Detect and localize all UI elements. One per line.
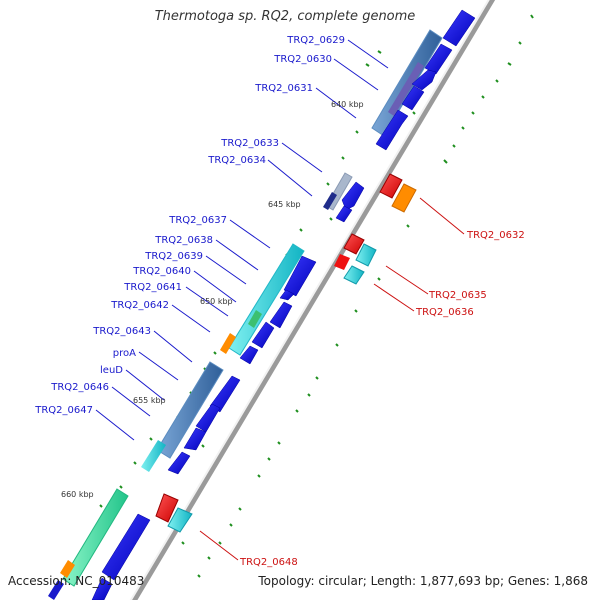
band-cyan-0637 [228,243,305,356]
band-blue-edge [48,580,64,600]
gene-label[interactable]: TRQ2_0636 [415,307,474,318]
genome-backbone-shadow [130,0,496,600]
gene-0648-red [155,493,179,523]
band-orange-660 [60,560,75,578]
genome-backbone [129,0,490,600]
band-navy-0634 [323,192,337,210]
gene-label[interactable]: TRQ2_0646 [50,382,109,393]
gene-label[interactable]: TRQ2_0637 [168,215,227,226]
gene-arrow [341,181,365,211]
gene-label[interactable]: TRQ2_0648 [239,557,298,568]
gene-arrow [335,205,353,223]
band-purple-0630 [388,62,424,116]
gene-arrow [167,451,191,475]
gene-label[interactable]: TRQ2_0643 [92,326,151,337]
gene-label[interactable]: TRQ2_0642 [110,300,169,311]
gene-arrow [375,109,409,151]
gene-0635-red-b [334,254,350,270]
band-green-0641 [248,310,262,328]
gene-arrow [91,577,113,600]
left-gene-labels: TRQ2_0629 TRQ2_0630 TRQ2_0631 TRQ2_0633 … [34,35,345,416]
gene-arrow [209,375,241,413]
band-orange-0643 [220,333,236,354]
gene-arrow [442,9,476,47]
kbp-label: 655 kbp [133,396,166,405]
gene-arrow [401,85,425,111]
right-gene-labels: TRQ2_0632 TRQ2_0635 TRQ2_0636 TRQ2_0648 [239,230,525,568]
kbp-label: 660 kbp [61,490,94,499]
gene-label[interactable]: leuD [100,365,123,376]
gene-label[interactable]: TRQ2_0638 [154,235,213,246]
gene-bands [48,29,443,600]
left-leader-lines [95,39,389,441]
kbp-label: 640 kbp [331,100,364,109]
gene-arrow [424,43,453,75]
gene-label[interactable]: proA [113,348,136,359]
gene-label[interactable]: TRQ2_0635 [428,290,487,301]
gene-label[interactable]: TRQ2_0632 [466,230,525,241]
gene-arrow [283,255,317,297]
gene-label[interactable]: TRQ2_0640 [132,266,191,277]
genome-title: Thermotoga sp. RQ2, complete genome [154,9,416,24]
gene-arrow [279,289,295,301]
gene-arrow [269,301,293,329]
gene-label[interactable]: TRQ2_0631 [254,83,313,94]
gene-0635-red-a [343,233,365,255]
gene-0632-orange [391,183,417,213]
right-leader-lines [199,197,465,561]
gene-label[interactable]: TRQ2_0647 [34,405,93,416]
accession-text: Accession: NC_010483 [8,574,145,588]
tick-marks [99,14,534,578]
gene-label[interactable]: TRQ2_0629 [286,35,345,46]
kbp-label: 645 kbp [268,200,301,209]
gene-0648-cyan [167,507,193,533]
gene-arrow [251,321,275,349]
band-green-660 [62,488,129,587]
gene-label[interactable]: TRQ2_0639 [144,251,203,262]
gene-0635-cyan [355,243,377,267]
gene-arrow [411,69,437,91]
topology-text: Topology: circular; Length: 1,877,693 bp… [258,574,588,588]
gene-label[interactable]: TRQ2_0641 [123,282,182,293]
forward-genes [91,9,476,600]
gene-arrow [101,513,151,581]
band-steel-proA [156,361,224,459]
gene-label[interactable]: TRQ2_0633 [220,138,279,149]
reverse-genes [155,173,417,533]
gene-label[interactable]: TRQ2_0634 [207,155,266,166]
kbp-label: 650 kbp [200,297,233,306]
gene-0636-cyan [343,265,365,285]
gene-arrow [239,345,259,365]
band-cyan-0647 [141,440,166,472]
kbp-labels: 640 kbp 645 kbp 650 kbp 655 kbp 660 kbp [61,100,364,499]
gene-label[interactable]: TRQ2_0630 [273,54,332,65]
gene-arrow [183,427,207,451]
gene-0632-red [379,173,403,199]
